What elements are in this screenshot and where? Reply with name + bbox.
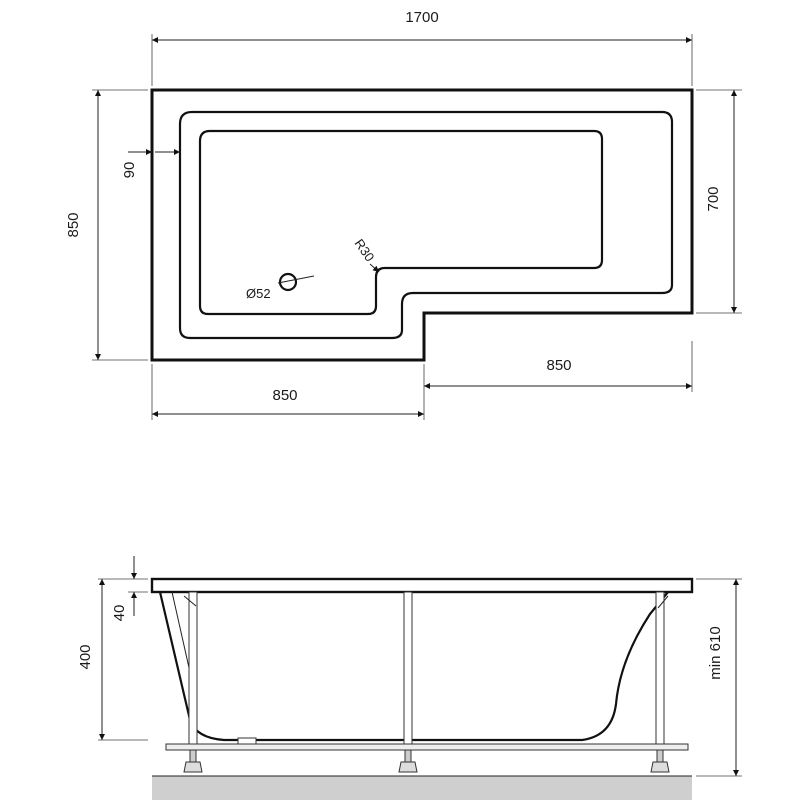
plan-basin-outline <box>198 129 604 316</box>
elevation-view: 40 400 min 610 <box>77 556 742 800</box>
radius-leader <box>369 263 380 273</box>
frame-feet <box>183 749 670 773</box>
left-section-length-label: 850 <box>272 387 297 404</box>
overall-width-label: 850 <box>65 212 82 237</box>
drain-circle <box>278 272 298 292</box>
floor <box>152 776 692 800</box>
frame-brace-left <box>183 595 197 607</box>
right-width-label: 700 <box>705 186 722 211</box>
right-section-length-label: 850 <box>546 357 571 374</box>
drain-leader <box>277 275 315 284</box>
rim-thickness-label: 40 <box>111 605 128 622</box>
drain-diameter-label: Ø52 <box>246 286 271 301</box>
overall-length-label: 1700 <box>405 9 438 26</box>
corner-radius-label: R30 <box>352 236 378 264</box>
frame-leg-right <box>655 591 665 749</box>
frame-leg-middle <box>403 591 413 749</box>
rim-top <box>150 577 694 594</box>
plan-view: Ø52 R30 1700 850 700 90 850 850 <box>65 9 742 420</box>
depth-label: 400 <box>77 644 94 669</box>
tub-body-profile <box>158 591 669 742</box>
rim-width-label: 90 <box>121 162 138 179</box>
frame-base <box>165 743 689 751</box>
plan-outer-outline <box>150 88 694 362</box>
min-height-label: min 610 <box>707 626 724 679</box>
plan-rim-inner-outline <box>178 110 674 340</box>
frame-brace-right <box>657 595 669 609</box>
frame-leg-left <box>188 591 198 749</box>
